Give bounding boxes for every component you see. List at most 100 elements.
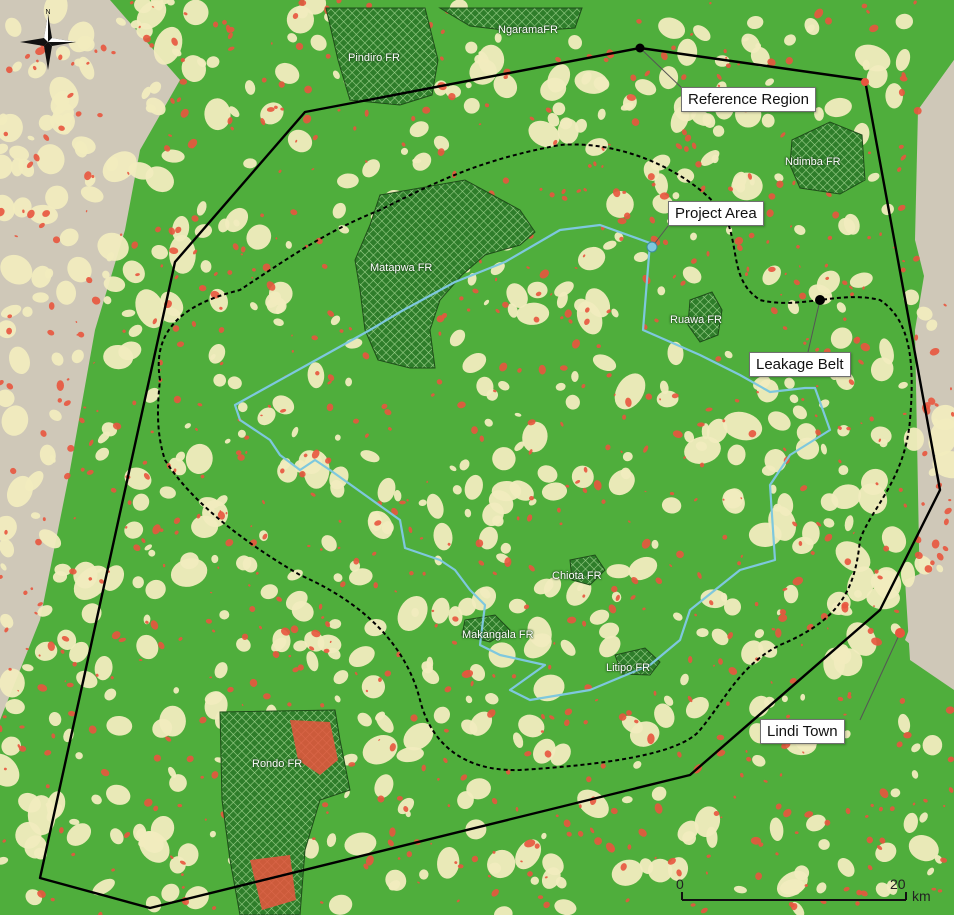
deforestation-patch	[35, 538, 42, 546]
deforestation-patch	[782, 587, 788, 591]
deforestation-patch	[144, 798, 153, 807]
deforestation-patch	[756, 390, 759, 394]
deforestation-patch	[529, 495, 534, 501]
non-forest-patch	[541, 482, 568, 501]
non-forest-patch	[388, 880, 401, 891]
deforestation-patch	[802, 751, 805, 754]
deforestation-patch	[556, 507, 561, 513]
non-forest-patch	[287, 129, 313, 153]
deforestation-patch	[893, 609, 900, 613]
deforestation-patch	[443, 757, 448, 764]
deforestation-patch	[311, 168, 315, 171]
deforestation-patch	[200, 775, 204, 779]
non-forest-patch	[528, 120, 560, 148]
non-forest-patch	[818, 839, 830, 850]
deforestation-patch	[86, 61, 90, 65]
non-forest-patch	[115, 17, 126, 26]
deforestation-patch	[260, 414, 263, 417]
non-forest-patch	[148, 549, 156, 557]
non-forest-patch	[700, 589, 728, 609]
deforestation-patch	[535, 291, 542, 297]
deforestation-patch	[533, 316, 540, 323]
deforestation-patch	[290, 209, 298, 216]
non-forest-patch	[479, 526, 498, 550]
deforestation-patch	[205, 618, 212, 624]
scale-end-label: 20	[890, 876, 906, 892]
deforestation-patch	[251, 276, 254, 279]
deforestation-patch	[3, 131, 9, 137]
non-forest-patch	[27, 795, 56, 836]
deforestation-patch	[945, 706, 954, 714]
non-forest-patch	[843, 213, 860, 235]
non-forest-patch	[922, 735, 943, 756]
deforestation-patch	[209, 591, 213, 594]
non-forest-patch	[138, 839, 146, 848]
deforestation-patch	[565, 484, 570, 488]
deforestation-patch	[0, 380, 4, 386]
deforestation-patch	[312, 837, 316, 841]
deforestation-patch	[138, 659, 143, 661]
deforestation-patch	[422, 571, 426, 576]
non-forest-patch	[471, 586, 497, 611]
lindi-town-marker	[895, 628, 905, 638]
deforestation-patch	[700, 907, 708, 914]
deforestation-patch	[608, 604, 617, 614]
north-arrow-icon: N	[20, 9, 76, 70]
deforestation-patch	[68, 710, 76, 717]
deforestation-patch	[770, 307, 778, 315]
deforestation-patch	[227, 270, 233, 275]
deforestation-patch	[401, 142, 406, 147]
deforestation-patch	[173, 395, 182, 404]
deforestation-patch	[660, 51, 668, 61]
deforestation-patch	[625, 397, 632, 407]
deforestation-patch	[913, 255, 920, 262]
non-forest-patch	[272, 395, 295, 415]
deforestation-patch	[381, 403, 388, 410]
non-forest-patch	[465, 819, 487, 840]
deforestation-patch	[319, 548, 323, 551]
deforestation-patch	[183, 12, 188, 16]
deforestation-patch	[784, 272, 787, 276]
deforestation-patch	[867, 235, 871, 240]
deforestation-patch	[847, 692, 852, 696]
non-forest-patch	[381, 521, 394, 535]
deforestation-patch	[303, 453, 308, 458]
deforestation-patch	[75, 111, 82, 117]
non-forest-patch	[599, 622, 620, 639]
deforestation-patch	[384, 670, 392, 677]
deforestation-patch	[297, 664, 304, 671]
leakage-belt-callout: Leakage Belt	[749, 352, 851, 377]
deforestation-patch	[47, 329, 55, 336]
non-forest-patch	[71, 136, 96, 155]
deforestation-patch	[647, 173, 655, 181]
deforestation-patch	[492, 850, 496, 854]
non-forest-patch	[622, 451, 633, 462]
deforestation-patch	[295, 139, 298, 143]
deforestation-patch	[736, 244, 743, 252]
non-forest-patch	[0, 304, 22, 318]
deforestation-patch	[197, 403, 203, 407]
deforestation-patch	[178, 637, 183, 641]
deforestation-patch	[174, 275, 179, 280]
deforestation-patch	[152, 524, 161, 535]
deforestation-patch	[583, 466, 588, 473]
non-forest-patch	[310, 34, 327, 51]
non-forest-patch	[0, 538, 15, 558]
non-forest-patch	[633, 252, 649, 262]
deforestation-patch	[896, 741, 903, 748]
deforestation-patch	[176, 341, 185, 348]
non-forest-patch	[9, 145, 30, 161]
deforestation-patch	[364, 433, 369, 438]
deforestation-patch	[337, 108, 341, 112]
deforestation-patch	[865, 814, 869, 818]
non-forest-patch	[512, 732, 524, 748]
non-forest-patch	[175, 451, 186, 462]
deforestation-patch	[122, 329, 126, 333]
non-forest-patch	[752, 754, 766, 767]
non-forest-patch	[22, 306, 33, 317]
non-forest-patch	[161, 883, 180, 902]
deforestation-patch	[72, 661, 77, 667]
non-forest-patch	[170, 558, 208, 587]
deforestation-patch	[262, 500, 265, 505]
deforestation-patch	[600, 763, 606, 769]
